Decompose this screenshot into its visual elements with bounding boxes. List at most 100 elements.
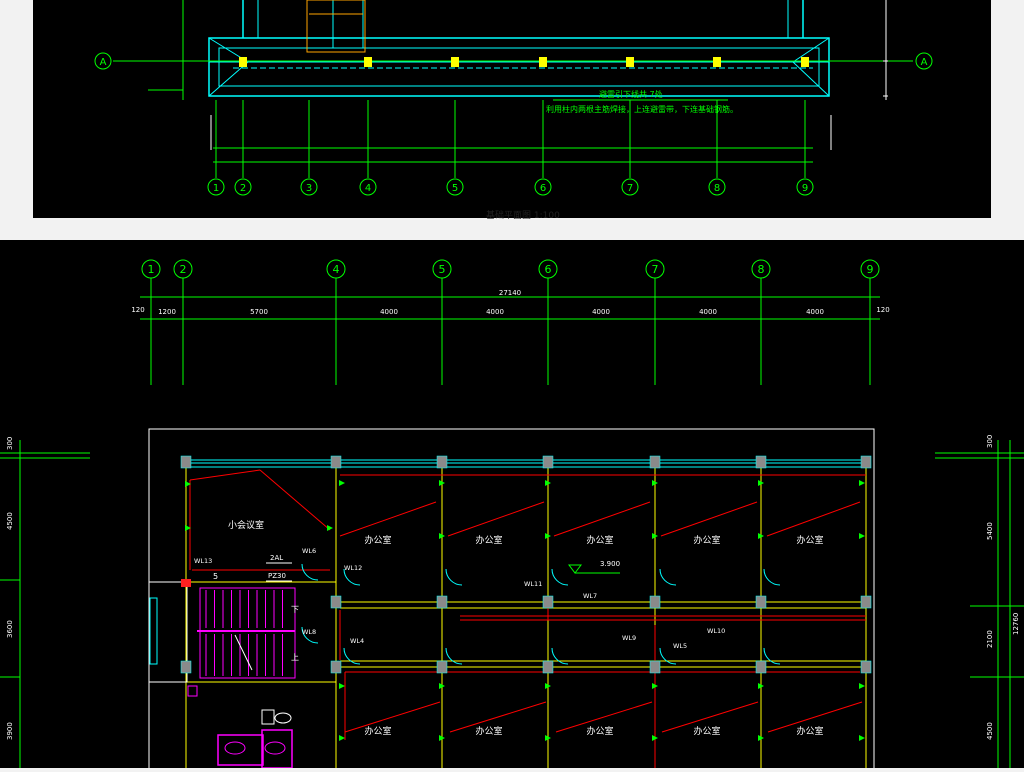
note-line-1: 避雷引下线共 7处 <box>599 89 663 99</box>
column <box>860 595 872 609</box>
outlet-symbol <box>185 481 191 487</box>
outlet-symbol <box>652 480 658 486</box>
column-marker <box>626 57 634 67</box>
doors <box>301 563 781 665</box>
row-axis-label-left: A <box>100 57 107 68</box>
column <box>755 660 767 674</box>
segment-dim: 4000 <box>592 308 610 316</box>
door-swing <box>445 568 463 586</box>
column <box>860 660 872 674</box>
wire <box>339 501 437 537</box>
foundation-wall <box>208 37 830 97</box>
wire <box>767 701 863 733</box>
toilet-partition <box>261 729 293 769</box>
axis-bubble-3 <box>300 178 318 196</box>
wire <box>553 501 651 537</box>
axis-label-3: 3 <box>306 183 312 194</box>
column-marker <box>239 57 247 67</box>
column <box>649 595 661 609</box>
sink <box>264 741 286 755</box>
room-labels: 小会议室 办公室办公室办公室办公室办公室办公室办公室办公室办公室办公室 <box>228 519 824 737</box>
door-swing <box>659 647 677 665</box>
edge-dim-right: 120 <box>876 306 889 314</box>
total-dim: 27140 <box>499 289 521 297</box>
door-swing <box>301 626 319 644</box>
left-dim-3: 3600 <box>6 620 14 638</box>
outlet-symbol <box>758 480 764 486</box>
room-office: 办公室 <box>586 725 613 737</box>
axis-bubble-1 <box>207 178 225 196</box>
outlet-symbol <box>652 533 658 539</box>
axis-bubble-7 <box>645 259 665 279</box>
top-drawing-panel: A A 避雷引下线共 7处 利用柱内两根主筋焊接，上连避雷带，下连基础钢筋。 1… <box>33 0 991 218</box>
axis-label-7: 7 <box>627 183 633 194</box>
row-axis-label-right: A <box>921 57 928 68</box>
segment-dim: 4000 <box>380 308 398 316</box>
segment-dim: 4000 <box>806 308 824 316</box>
outlet-symbol <box>545 683 551 689</box>
axis-label-9: 9 <box>867 263 874 276</box>
wire <box>555 701 653 733</box>
column <box>180 455 192 469</box>
toilet-bowl <box>274 712 292 724</box>
edge-dim-left: 120 <box>131 306 144 314</box>
note-line-2: 利用柱内两根主筋焊接，上连避雷带，下连基础钢筋。 <box>546 104 738 114</box>
column <box>181 579 191 587</box>
column <box>436 595 448 609</box>
door-swing <box>301 563 319 581</box>
column <box>436 455 448 469</box>
toilet-tank <box>261 709 275 725</box>
outlet-symbol <box>339 683 345 689</box>
electrical-wiring <box>185 469 866 768</box>
door-swing <box>445 647 463 665</box>
outlet-symbol <box>185 525 191 531</box>
outlet-symbol <box>545 480 551 486</box>
room-office: 办公室 <box>364 725 391 737</box>
axis-bubble-5 <box>446 178 464 196</box>
axis-label-6: 6 <box>540 183 546 194</box>
staircase: 5 下 上 <box>197 572 299 679</box>
columns <box>180 455 872 674</box>
outlet-symbol <box>545 735 551 741</box>
axis-label-4: 4 <box>365 183 371 194</box>
room-office: 办公室 <box>796 534 823 546</box>
segment-dim: 1200 <box>158 308 176 316</box>
outlet-symbol <box>439 480 445 486</box>
stair-treads <box>205 590 283 676</box>
column <box>860 455 872 469</box>
panel-pz30: PZ30 <box>268 572 286 580</box>
axis-label-9: 9 <box>802 183 808 194</box>
column <box>755 595 767 609</box>
stair-number: 5 <box>213 572 218 581</box>
axis-bubble-7 <box>621 178 639 196</box>
left-dim-1: 300 <box>6 437 14 450</box>
axis-label-2: 2 <box>240 183 246 194</box>
segment-dim: 4000 <box>699 308 717 316</box>
axis-bubble-2 <box>173 259 193 279</box>
stair-arrow <box>234 634 253 671</box>
wl6: WL6 <box>302 547 316 555</box>
stair-down-label: 下 <box>291 605 299 614</box>
axis-bubble-9 <box>796 178 814 196</box>
room-office: 办公室 <box>796 725 823 737</box>
column <box>330 660 342 674</box>
wl7: WL7 <box>583 592 597 600</box>
wl8: WL8 <box>302 628 316 636</box>
outlet-symbol <box>859 683 865 689</box>
outlet-symbol <box>339 735 345 741</box>
foundation-corner <box>792 61 830 97</box>
foundation-corner <box>208 61 249 97</box>
room-office: 办公室 <box>364 534 391 546</box>
door-swing <box>659 568 677 586</box>
outlet-symbol <box>859 735 865 741</box>
drawing-caption: 基础平面图 1:100 <box>486 211 560 221</box>
stair-up-label: 上 <box>291 653 299 662</box>
column <box>755 455 767 469</box>
wl12: WL12 <box>344 564 362 572</box>
wire <box>447 501 545 537</box>
stair-window <box>149 597 158 665</box>
